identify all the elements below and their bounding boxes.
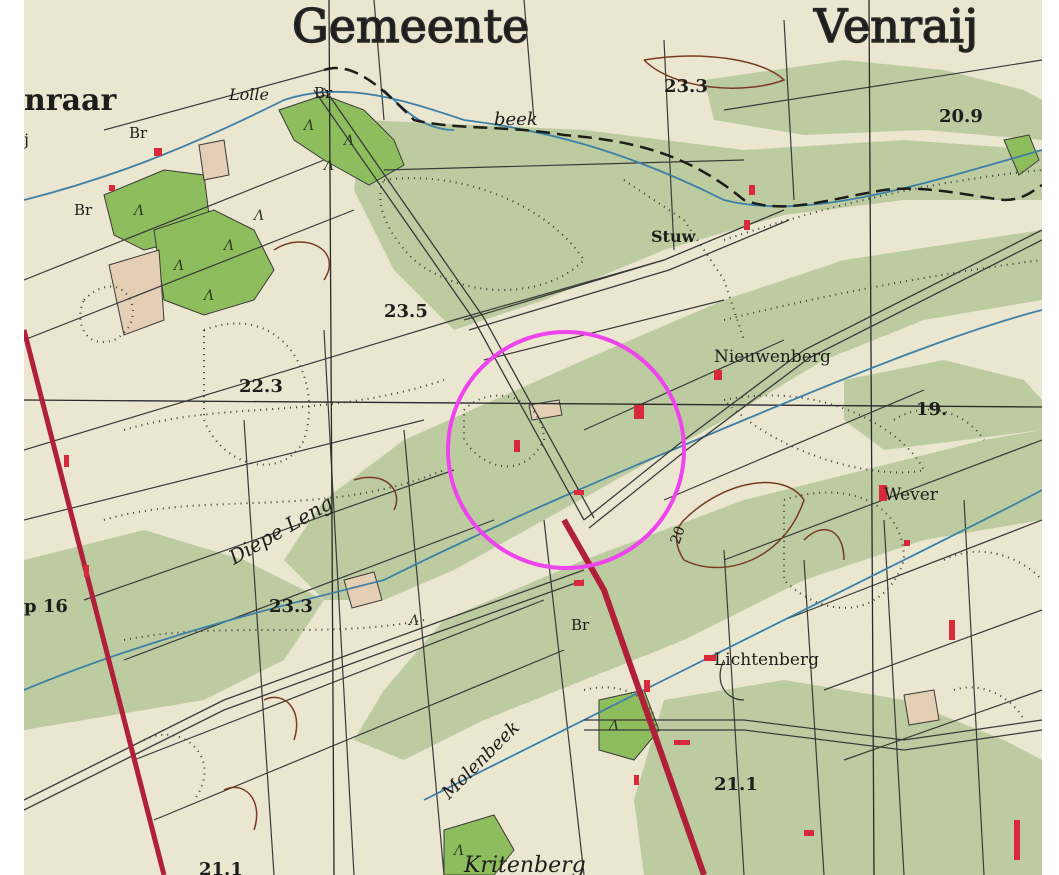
svg-text:Λ: Λ xyxy=(222,238,234,254)
field-boundaries xyxy=(24,0,1042,875)
meadow-areas xyxy=(24,60,1042,875)
svg-text:Λ: Λ xyxy=(452,843,464,859)
secondary-roads xyxy=(24,87,1042,811)
label-br-4: Br xyxy=(571,616,590,634)
building-marks xyxy=(64,148,1020,860)
topographic-map[interactable]: Λ Λ Λ Λ Λ Λ Λ Λ Λ Λ Λ Gemeente Venraij n… xyxy=(24,0,1042,875)
svg-text:Λ: Λ xyxy=(407,613,419,629)
svg-text:Λ: Λ xyxy=(132,203,144,219)
map-grid xyxy=(24,0,1042,875)
label-elev-19: 19. xyxy=(916,399,947,420)
svg-text:Λ: Λ xyxy=(252,208,264,224)
label-elev-23-5: 23.5 xyxy=(384,301,428,322)
label-nieuwenberg: Nieuwenberg xyxy=(714,347,831,367)
label-beek: beek xyxy=(494,109,538,130)
label-br-1: Br xyxy=(314,84,333,102)
label-contour-20: 20 xyxy=(668,524,689,546)
svg-text:Λ: Λ xyxy=(607,718,619,734)
water-courses xyxy=(24,89,1042,801)
svg-text:Λ: Λ xyxy=(342,133,354,149)
label-gemeente: Gemeente xyxy=(292,0,529,53)
municipal-boundary xyxy=(323,66,1042,208)
label-elev-21-1-bottom: 21.1 xyxy=(199,859,243,875)
svg-text:Λ: Λ xyxy=(322,158,334,174)
label-elev-23-3-top: 23.3 xyxy=(664,76,708,97)
svg-text:Λ: Λ xyxy=(202,288,214,304)
circle-highlight-icon[interactable] xyxy=(446,330,686,570)
label-wever: Wever xyxy=(884,485,939,505)
dotted-paths xyxy=(79,169,1042,801)
label-br-2: Br xyxy=(129,124,148,142)
label-elev-20-9: 20.9 xyxy=(939,106,983,127)
label-br-3: Br xyxy=(74,201,93,219)
forest-areas xyxy=(103,94,1040,875)
svg-text:Λ: Λ xyxy=(302,118,314,134)
label-venraar: nraar xyxy=(24,83,117,118)
label-edge-j: j xyxy=(24,130,29,149)
label-elev-22-3: 22.3 xyxy=(239,376,283,397)
label-elev-23-3-mid: 23.3 xyxy=(269,596,313,617)
label-stuw: Stuw xyxy=(651,227,697,246)
contour-lines xyxy=(223,55,845,831)
label-venraij: Venraij xyxy=(813,0,978,53)
label-lichtenberg: Lichtenberg xyxy=(714,650,819,670)
main-roads xyxy=(24,329,707,875)
tree-symbols: Λ Λ Λ Λ Λ Λ Λ Λ Λ Λ Λ xyxy=(132,118,619,859)
label-kritenberg: Kritenberg xyxy=(463,853,586,875)
label-elev-21-1: 21.1 xyxy=(714,774,758,795)
label-p16: p 16 xyxy=(24,596,68,617)
map-canvas[interactable]: Λ Λ Λ Λ Λ Λ Λ Λ Λ Λ Λ Gemeente Venraij n… xyxy=(24,0,1042,875)
label-lolle: Lolle xyxy=(228,85,269,104)
svg-text:Λ: Λ xyxy=(172,258,184,274)
field-areas xyxy=(108,139,940,726)
